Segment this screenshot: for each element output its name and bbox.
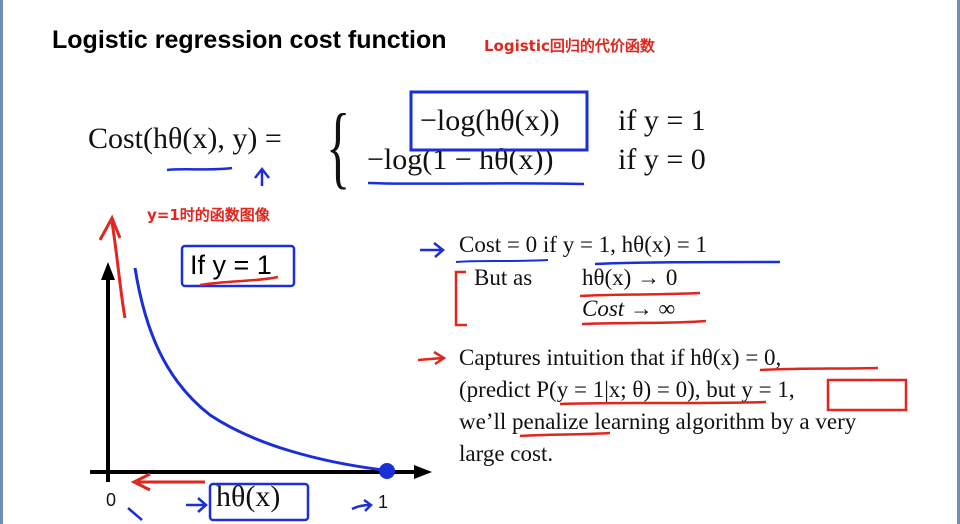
slide-left-border: [0, 0, 3, 524]
if-y-box: [180, 244, 296, 288]
red-up-arrow: [110, 221, 127, 319]
paragraph-line-4: large cost.: [459, 441, 554, 466]
h-zero-underline: [759, 366, 879, 372]
h-to-zero-underline: [579, 291, 701, 298]
x-label-box: [208, 482, 310, 522]
blue-mark-near-zero: [127, 507, 143, 521]
h-underline: [166, 166, 233, 172]
cost-equation-lhs: Cost(hθ(x), y) =: [88, 122, 282, 155]
x-axis-label: hθ(x): [216, 480, 281, 513]
cost-infinity-underline: [581, 319, 707, 326]
note-cost-zero: Cost = 0 if y = 1, hθ(x) = 1: [459, 232, 707, 257]
cases-brace: {: [326, 95, 351, 197]
y-up-arrow: [254, 166, 270, 186]
slide-right-border: [957, 0, 960, 524]
penalize-underline: [519, 431, 611, 438]
cost-curve: [133, 267, 384, 472]
paragraph-line-3: we’ll penalize learning algorithm by a v…: [459, 409, 857, 434]
case2-condition: if y = 0: [618, 143, 706, 176]
predict-underline: [559, 400, 767, 406]
x-axis-arrowhead: [414, 465, 432, 479]
paragraph-line-2: (predict P(y = 1|x; θ) = 0), but y = 1,: [459, 377, 795, 402]
red-bullet-arrow: [417, 350, 447, 366]
graph-caption-chinese: y=1时的函数图像: [147, 206, 270, 224]
case1-condition: if y = 1: [618, 104, 706, 137]
case1-expression: −log(hθ(x)): [420, 104, 560, 137]
x-tick-0: 0: [106, 490, 117, 510]
if-y-underline: [199, 275, 279, 287]
blue-bullet-arrow: [420, 242, 445, 258]
curve-endpoint: [379, 463, 395, 479]
case1-highlight-box: [409, 90, 589, 152]
note-but-as: But as: [474, 265, 533, 290]
if-y-equals-1-label: If y = 1: [190, 250, 272, 280]
y-axis-arrowhead: [101, 262, 115, 280]
red-up-arrowhead: [98, 214, 122, 241]
cost-zero-underline: [455, 259, 549, 263]
red-left-arrowhead: [130, 472, 151, 492]
paragraph-line-1: Captures intuition that if hθ(x) = 0,: [459, 345, 782, 370]
slide-title-chinese: Logistic回归的代价函数: [484, 37, 655, 55]
note-cost-infinity: Cost → ∞: [582, 296, 676, 321]
condition-underline: [594, 260, 781, 266]
blue-arrow-to-one: [351, 498, 373, 512]
slide-title: Logistic regression cost function: [52, 26, 447, 54]
red-bracket: [454, 270, 467, 327]
case2-underline: [367, 181, 585, 186]
x-tick-1: 1: [378, 492, 389, 512]
blue-arrow-to-xlabel: [186, 497, 208, 513]
y-equals-1-box: [826, 378, 908, 412]
note-h-to-zero: hθ(x) → 0: [582, 265, 678, 290]
